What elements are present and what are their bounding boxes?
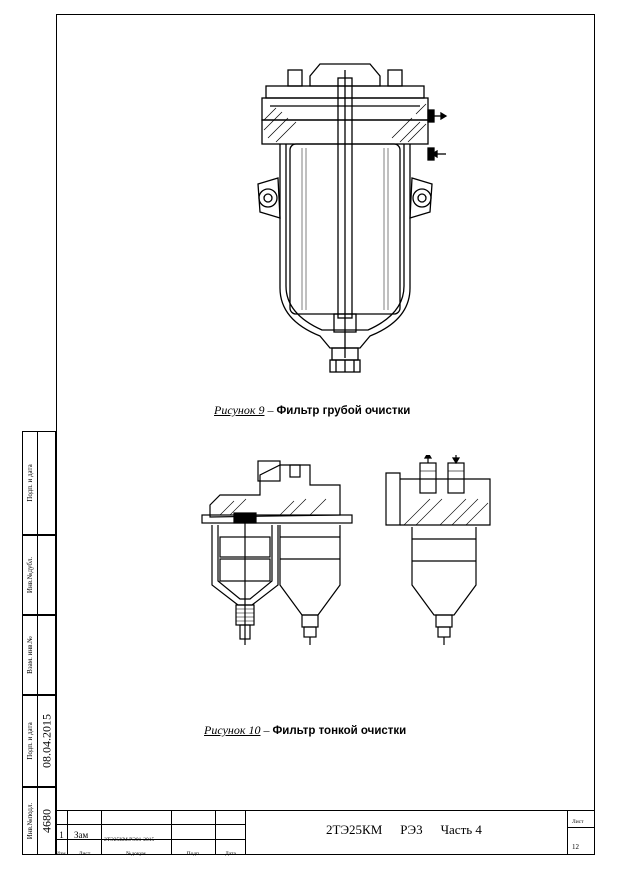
margin-cell-inv-podl: Инв.№подл. <box>22 787 38 855</box>
margin-label-inv-podl: Инв.№подл. <box>26 802 34 840</box>
margin-label-podp-data-top: Подп. и дата <box>26 464 34 502</box>
margin-date-value: 08.04.2015 <box>39 714 53 768</box>
stamp-col-izm: Изм <box>56 840 68 857</box>
fine-filter-drawing <box>201 455 491 645</box>
stamp-cell-rev-num: 1 <box>56 825 68 840</box>
figure-10-dash: – <box>260 723 273 737</box>
figure-9-dash: – <box>264 403 277 417</box>
figure-10-caption: Рисунок 10 – Фильтр тонкой очистки <box>204 723 406 738</box>
coarse-filter-drawing <box>257 63 448 373</box>
stamp-col-data-label: Дата <box>225 851 236 857</box>
margin-cell-podp-data-top: Подп. и дата <box>22 431 38 535</box>
stamp-col-list-label: Лист <box>78 851 91 857</box>
margin-cell-podp-data: Подп. и дата <box>22 695 38 787</box>
stamp-cell-rev-data <box>216 825 246 840</box>
stamp-col-data: Дата <box>216 840 246 857</box>
stamp-cell-r1-list <box>68 810 102 825</box>
margin-cell-vzam-inv: Взам. инв.№ <box>22 615 38 695</box>
sheet-label-cell: Лист <box>567 810 595 828</box>
figure-10-number: Рисунок 10 <box>204 723 261 737</box>
stamp-cell-r1-izm <box>56 810 68 825</box>
margin-value-cell-top <box>38 431 56 535</box>
margin-label-vzam-inv: Взам. инв.№ <box>26 636 34 674</box>
stamp-col-podp: Подп. <box>172 840 216 857</box>
margin-inv-value: 4680 <box>39 809 53 833</box>
stamp-col-podp-label: Подп. <box>186 851 201 857</box>
stamp-rev-num: 1 <box>59 830 64 840</box>
stamp-cell-rev-podp <box>172 825 216 840</box>
stamp-col-doc: №докум. <box>102 840 172 857</box>
stamp-rev-doc: 2ТЭ25КМ.РЭ01-2015 <box>104 837 155 843</box>
margin-value-cell-date: 08.04.2015 <box>38 695 56 787</box>
margin-value-cell-inv: 4680 <box>38 787 56 855</box>
stamp-cell-r1-doc <box>102 810 172 825</box>
figure-9-number: Рисунок 9 <box>214 403 265 417</box>
margin-value-cell-inv-dubl <box>38 535 56 615</box>
stamp-cell-rev-label: Зам <box>68 825 102 840</box>
margin-label-podp-data: Подп. и дата <box>26 722 34 760</box>
doc-code: 2ТЭ25КМ <box>326 822 383 837</box>
left-margin-strip: Подп. и дата Инв.№дубл. Взам. инв.№ Подп… <box>22 431 56 855</box>
stamp-col-izm-label: Изм <box>56 851 66 857</box>
margin-cell-inv-dubl: Инв.№дубл. <box>22 535 38 615</box>
doc-part: Часть 4 <box>440 822 482 837</box>
stamp-top-border <box>56 810 595 855</box>
stamp-cell-r1-podp <box>172 810 216 825</box>
sheet-number-cell: 12 <box>567 828 595 855</box>
title-block: 1 Зам 2ТЭ25КМ.РЭ01-2015 Изм Лист №докум.… <box>56 810 595 857</box>
figure-9-title: Фильтр грубой очистки <box>276 405 411 417</box>
stamp-rev-label: Зам <box>74 830 89 840</box>
figure-9-caption: Рисунок 9 – Фильтр грубой очистки <box>214 403 410 418</box>
stamp-col-list: Лист <box>68 840 102 857</box>
margin-label-inv-dubl: Инв.№дубл. <box>26 556 34 594</box>
stamp-cell-r1-data <box>216 810 246 825</box>
figure-10-title: Фильтр тонкой очистки <box>272 725 407 737</box>
sheet-label: Лист <box>572 819 584 825</box>
stamp-cell-rev-doc: 2ТЭ25КМ.РЭ01-2015 <box>102 825 172 843</box>
document-designation: 2ТЭ25КМ РЭ3 Часть 4 <box>326 822 500 838</box>
margin-value-cell-vzam-inv <box>38 615 56 695</box>
page-frame <box>56 14 595 855</box>
stamp-col-doc-label: №докум. <box>126 851 147 857</box>
sheet-number: 12 <box>572 843 579 851</box>
doc-type: РЭ3 <box>400 822 423 837</box>
